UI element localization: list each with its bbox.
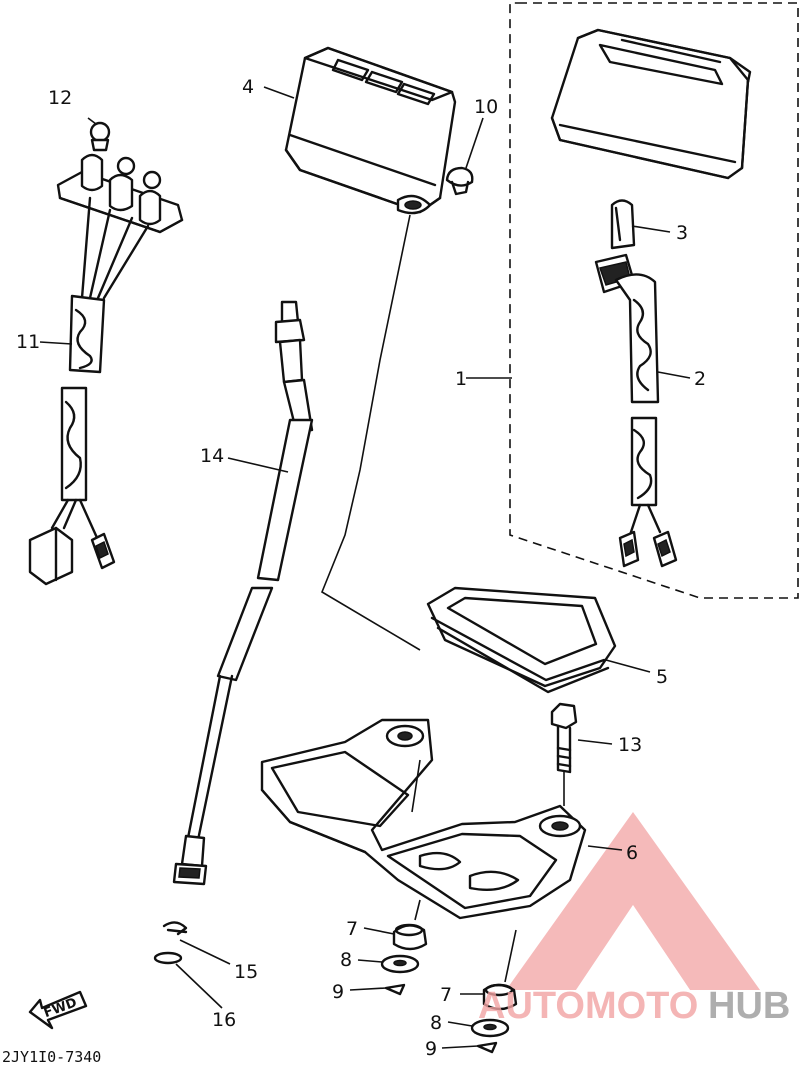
callout-12: 12 — [48, 87, 72, 109]
callout-9-left: 9 — [332, 981, 344, 1003]
damper-stack-left — [380, 923, 428, 996]
callout-3: 3 — [676, 222, 688, 244]
callout-11: 11 — [16, 331, 40, 353]
callout-5: 5 — [656, 666, 668, 688]
callout-8-right: 8 — [430, 1012, 442, 1034]
callout-9-right: 9 — [425, 1038, 437, 1060]
meter-bracket — [260, 718, 587, 920]
screw — [445, 166, 474, 196]
callout-10: 10 — [474, 96, 498, 118]
callout-8-left: 8 — [340, 949, 352, 971]
cable-clip — [162, 921, 188, 936]
callout-7-left: 7 — [346, 918, 358, 940]
indicator-bulb — [610, 199, 636, 250]
speedometer-assembly — [550, 28, 752, 180]
indicator-harness — [28, 121, 184, 586]
meter-cushion — [426, 586, 617, 694]
callout-15: 15 — [234, 961, 258, 983]
watermark-brand-part2: HUB — [708, 985, 790, 1027]
mounting-bolt — [550, 702, 578, 774]
forward-direction-arrow: FWD — [28, 990, 88, 1030]
watermark-logo — [506, 812, 760, 990]
callout-4: 4 — [242, 76, 254, 98]
callout-6: 6 — [626, 842, 638, 864]
callout-1: 1 — [455, 368, 467, 390]
callout-7-right: 7 — [440, 984, 452, 1006]
damper-stack-right — [470, 983, 518, 1054]
speedometer-cable — [172, 300, 314, 886]
cable-washer — [153, 951, 183, 965]
socket-cord — [594, 253, 678, 568]
callout-2: 2 — [694, 368, 706, 390]
callout-14: 14 — [200, 445, 224, 467]
watermark-text: AUTOMOTO HUB — [478, 985, 790, 1027]
drawing-code: 2JY1I0-7340 — [2, 1048, 101, 1066]
callout-13: 13 — [618, 734, 642, 756]
meter-cover — [284, 46, 457, 215]
watermark-brand-part1: AUTOMOTO — [478, 985, 698, 1027]
callout-16: 16 — [212, 1009, 236, 1031]
